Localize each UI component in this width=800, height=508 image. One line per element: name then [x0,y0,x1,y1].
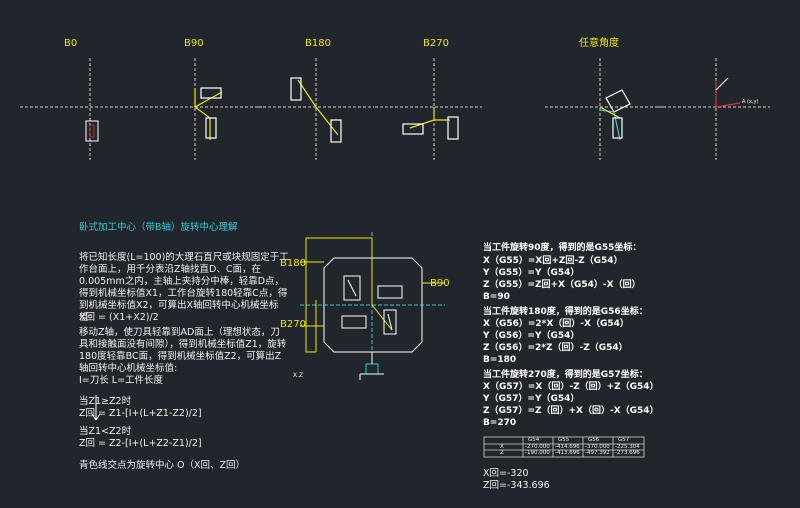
view-label-b180: B180 [305,38,331,49]
tool-length-note: I=刀长 L=工件长度 [79,375,164,386]
table-row-x-label: X [500,444,504,450]
table-header-g56: G56 [588,437,600,443]
main-diagram-frame [323,257,423,353]
x-formula: X回 = (X1+X2)/2 [79,312,159,323]
view-b0-part [85,120,99,142]
g55-line-z: Z（G55）=Z回+X（G54）-X（回） [483,280,641,290]
g56-title: 当工件旋转180度，得到的是G56坐标： [483,307,648,317]
main-diagram-parts [341,275,403,335]
g57-line-x: X（G57）=X（回）-Z（回）+Z（G54） [483,382,659,392]
view-b90-axes [140,58,262,160]
view-b0-axes [20,58,165,160]
g56-line-z: Z（G56）=2*Z（回）-Z（G54） [483,343,628,353]
result-z: Z回=-343.696 [483,480,550,491]
g57-line-b: B=270 [483,418,517,428]
formula-1: Z回 = Z1-[I+(L+Z1-Z2)/2] [79,408,202,419]
diagram-label-b180: B180 [280,258,306,269]
arrow-marker [91,395,101,421]
g57-title: 当工件旋转270度，得到的是G57坐标： [483,370,648,380]
g57-line-y: Y（G57）=Y（G54） [483,394,580,404]
table-cell: -273.696 [615,450,640,456]
table-cell: -190.000 [525,450,550,456]
g55-line-y: Y（G55）=Y（G54） [483,268,580,278]
view-b180-part [290,77,342,143]
table-header-g57: G57 [618,437,630,443]
view-any-point-label: A (x,y) [742,99,759,105]
intro-paragraph: 将已知长度(L=100)的大理石直尺或块规固定于工作台面上，用千分表沿Z轴找直D… [79,252,289,323]
g56-line-b: B=180 [483,355,517,365]
g55-line-x: X（G55）=X回+Z回-Z（G54） [483,256,623,266]
view-label-b270: B270 [423,38,449,49]
table-cell: -270.000 [525,444,550,450]
rotation-center-note: 青色线交点为旋转中心 O（X回、Z回） [79,460,246,471]
g56-line-x: X（G56）=2*X（回）-X（G54） [483,319,629,329]
condition-2: 当Z1<Z2时 [79,426,132,437]
view-label-any-angle: 任意角度 [579,38,619,49]
table-row-z-label: Z [500,450,504,456]
section-title: 卧式加工中心（带B轴）旋转中心理解 [79,222,238,233]
table-cell: -413.696 [555,450,580,456]
g56-line-y: Y（G56）=Y（G54） [483,331,580,341]
view-b90-part [194,87,223,140]
move-paragraph: 移动Z轴，使刀具轻靠到AD面上（理想状态，刀具和接触面没有间隙），得到机械坐标值… [79,327,287,374]
coordinate-table-grid [483,436,645,458]
view-label-b90: B90 [184,38,204,49]
g57-line-z: Z（G57）=Z（回）+X（回）-X（G54） [483,406,659,416]
g55-title: 当工件旋转90度，得到的是G55坐标： [483,243,642,253]
view-b270-part [402,107,459,140]
table-header-g54: G54 [528,437,540,443]
formula-2: Z回 = Z2-[I+(L+Z2-Z1)/2] [79,438,202,449]
g55-line-b: B=90 [483,292,510,302]
view-any-axes [545,58,770,160]
table-cell: -414.696 [555,444,580,450]
table-cell: -370.000 [585,444,610,450]
view-b180-axes [258,58,374,160]
condition-1: 当Z1≥Z2时 [79,396,132,407]
diagram-label-b270: B270 [280,319,306,330]
table-cell: -225.304 [615,444,640,450]
view-b270-axes [375,58,482,160]
result-x: X回=-320 [483,468,529,479]
diagram-label-xz: X.Z [293,372,304,379]
view-any-part [599,77,741,141]
main-diagram-lines [300,237,445,353]
table-cell: -497.392 [585,450,610,456]
table-header-g55: G55 [558,437,570,443]
view-label-b0: B0 [64,38,78,49]
tool-holder [359,352,384,380]
diagram-label-b90: B90 [430,278,450,289]
